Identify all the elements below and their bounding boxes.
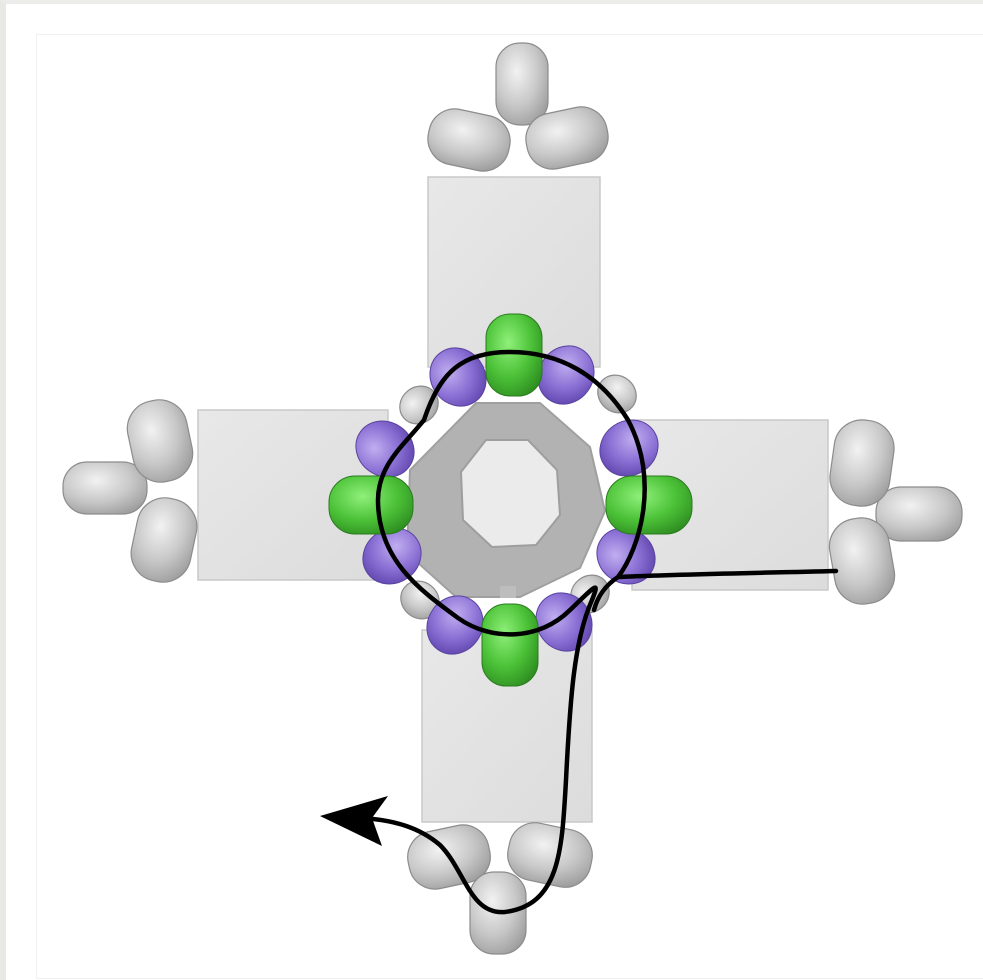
drop-bead — [876, 487, 962, 541]
green-bead — [482, 604, 538, 686]
ring-tab — [500, 586, 516, 598]
seed-bead — [590, 367, 644, 420]
top-bead-cluster — [423, 43, 613, 176]
drop-bead — [496, 43, 548, 125]
green-bead — [329, 476, 413, 534]
center-ring — [407, 403, 605, 598]
green-bead — [606, 476, 692, 534]
drop-bead — [63, 462, 147, 514]
right-bead-cluster — [825, 416, 962, 608]
left-bead-cluster — [63, 395, 202, 588]
